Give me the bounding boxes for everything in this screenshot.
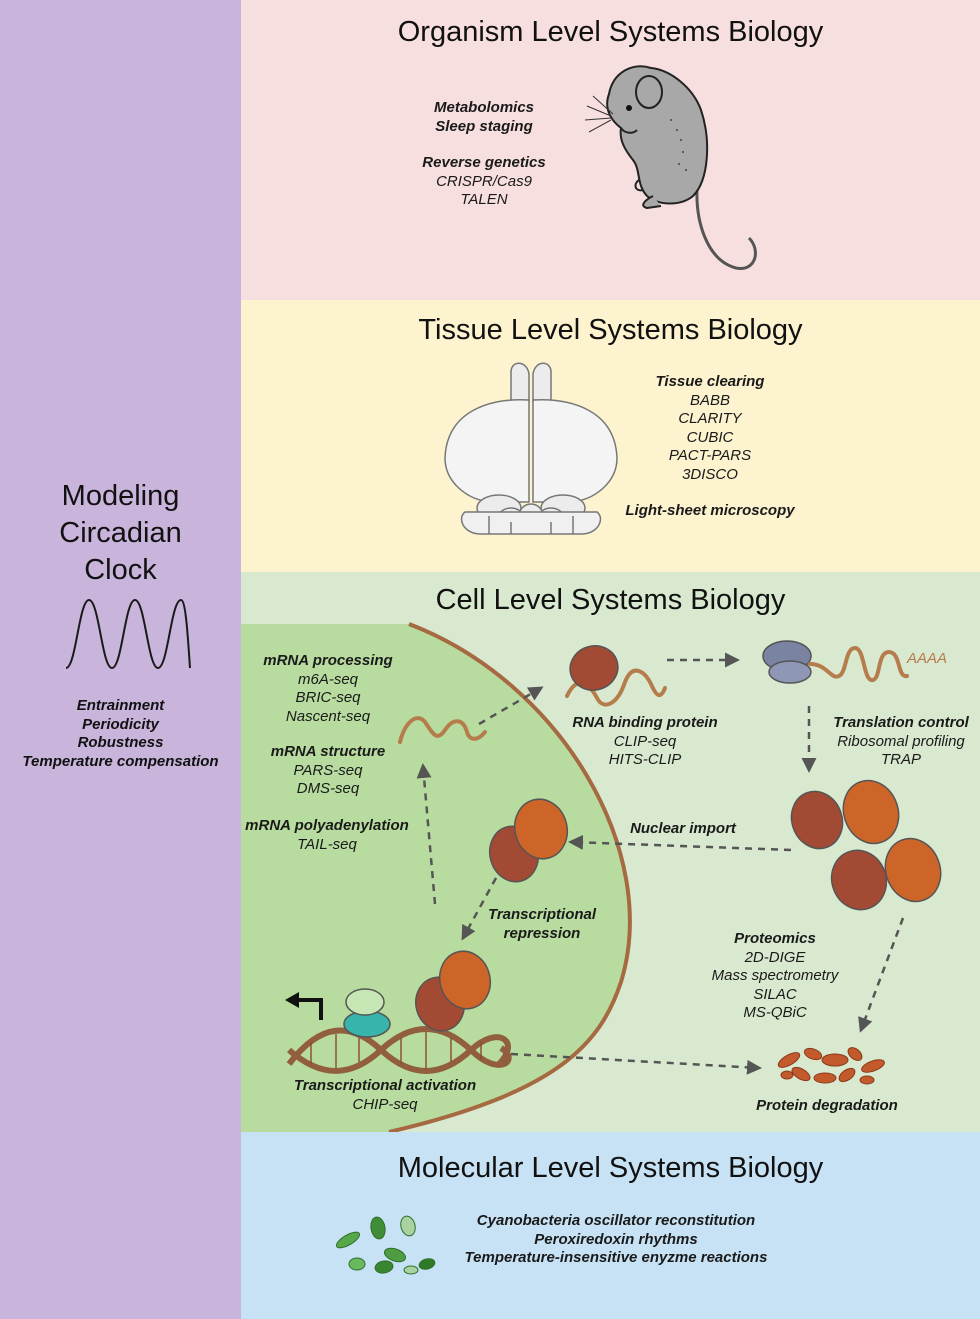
mrna-processing-methods: mRNA processing m6A-seq BRIC-seq Nascent… — [251, 652, 405, 726]
method-item: TALEN — [460, 191, 508, 208]
method-item: m6A-seq — [297, 670, 359, 688]
method-heading: Reverse genetics — [422, 154, 546, 171]
sidebar-title: Modeling Circadian Clock — [0, 478, 241, 589]
method-bold: Light-sheet microscopy — [625, 502, 795, 519]
cell-panel: Cell Level Systems Biology mRNA processi… — [241, 572, 980, 1132]
organism-title: Organism Level Systems Biology — [397, 16, 824, 48]
property-item: Temperature compensation — [22, 752, 219, 770]
method-item: 3DISCO — [682, 465, 738, 483]
method-item: BABB — [689, 391, 731, 409]
clock-properties: Entrainment Periodicity Robustness Tempe… — [0, 697, 241, 771]
sine-wave-icon — [65, 598, 191, 670]
label-line: repression — [503, 924, 581, 942]
tissue-panel: Tissue Level Systems Biology Tissue cle — [241, 300, 980, 572]
method-bold: Temperature-insensitive enyzme reactions — [464, 1249, 768, 1266]
method-bold: Peroxiredoxin rhythms — [534, 1230, 698, 1248]
method-item: HITS-CLIP — [608, 751, 682, 768]
sidebar-title-line: Circadian — [59, 517, 182, 549]
method-heading: Proteomics — [734, 930, 816, 947]
method-heading: mRNA polyadenylation — [245, 817, 409, 834]
molecular-panel: Molecular Level Systems Biology Cyanobac… — [241, 1132, 980, 1319]
organism-methods: Metabolomics Sleep staging Reverse genet… — [411, 99, 557, 210]
method-item: BRIC-seq — [295, 689, 361, 706]
method-item: CRISPR/Cas9 — [436, 172, 532, 190]
property-item: Entrainment — [76, 697, 165, 714]
mrna-polyadenylation-methods: mRNA polyadenylation TAIL-seq — [237, 817, 417, 854]
property-item: Periodicity — [82, 715, 159, 733]
cell-title: Cell Level Systems Biology — [435, 584, 786, 616]
method-item: TRAP — [880, 751, 921, 768]
property-item: Robustness — [77, 734, 164, 751]
bacteria-icon — [335, 1215, 436, 1275]
method-item: 2D-DIGE — [744, 948, 806, 966]
organism-panel: Organism Level Systems Biology Metabolom… — [241, 0, 980, 300]
molecular-title: Molecular Level Systems Biology — [397, 1152, 824, 1184]
method-item: PACT-PARS — [668, 447, 752, 464]
method-heading: Translation control — [833, 714, 969, 731]
method-item: MS-QBiC — [743, 1004, 807, 1021]
method-bold: Metabolomics — [433, 99, 535, 116]
activation-methods: Transcriptional activation CHIP-seq — [277, 1077, 493, 1114]
modeling-sidebar: Modeling Circadian Clock Entrainment Per… — [0, 0, 241, 1319]
method-heading: RNA binding protein — [572, 714, 718, 731]
proteomics-methods: Proteomics 2D-DIGE Mass spectrometry SIL… — [695, 930, 855, 1023]
cell-diagram — [241, 622, 942, 1132]
method-bold: Cyanobacteria oscillator reconstitution — [476, 1212, 756, 1229]
method-item: Mass spectrometry — [711, 967, 839, 984]
method-heading: mRNA processing — [263, 652, 393, 669]
method-item: CLIP-seq — [613, 732, 677, 750]
label-line: Transcriptional — [487, 906, 597, 923]
method-heading: mRNA structure — [270, 743, 386, 760]
method-item: TAIL-seq — [297, 835, 357, 853]
method-item: CLARITY — [678, 410, 742, 427]
tissue-title: Tissue Level Systems Biology — [418, 314, 803, 346]
method-heading: Tissue clearing — [655, 373, 765, 390]
repression-label: Transcriptional repression — [477, 906, 607, 943]
brain-icon — [444, 362, 618, 535]
mouse-icon — [584, 65, 757, 270]
method-item: PARS-seq — [293, 761, 363, 779]
sidebar-title-line: Modeling — [61, 480, 180, 512]
poly-a-tail-label: AAAA — [907, 650, 948, 667]
tissue-methods: Tissue clearing BABB CLARITY CUBIC PACT-… — [623, 373, 797, 521]
rna-binding-methods: RNA binding protein CLIP-seq HITS-CLIP — [565, 714, 725, 770]
translation-methods: Translation control Ribosomal profiling … — [825, 714, 977, 770]
molecular-methods: Cyanobacteria oscillator reconstitution … — [431, 1212, 801, 1268]
method-item: Ribosomal profiling — [837, 732, 965, 750]
method-bold: Sleep staging — [435, 117, 533, 135]
method-item: CHIP-seq — [352, 1095, 418, 1113]
method-item: Nascent-seq — [285, 707, 371, 725]
method-item: SILAC — [753, 985, 797, 1003]
sidebar-title-line: Clock — [84, 554, 157, 586]
method-item: DMS-seq — [296, 780, 360, 797]
mrna-structure-methods: mRNA structure PARS-seq DMS-seq — [251, 743, 405, 799]
nuclear-import-label: Nuclear import — [630, 820, 736, 837]
method-item: CUBIC — [686, 428, 734, 446]
degradation-label: Protein degradation — [756, 1097, 898, 1114]
method-heading: Transcriptional activation — [293, 1077, 477, 1094]
